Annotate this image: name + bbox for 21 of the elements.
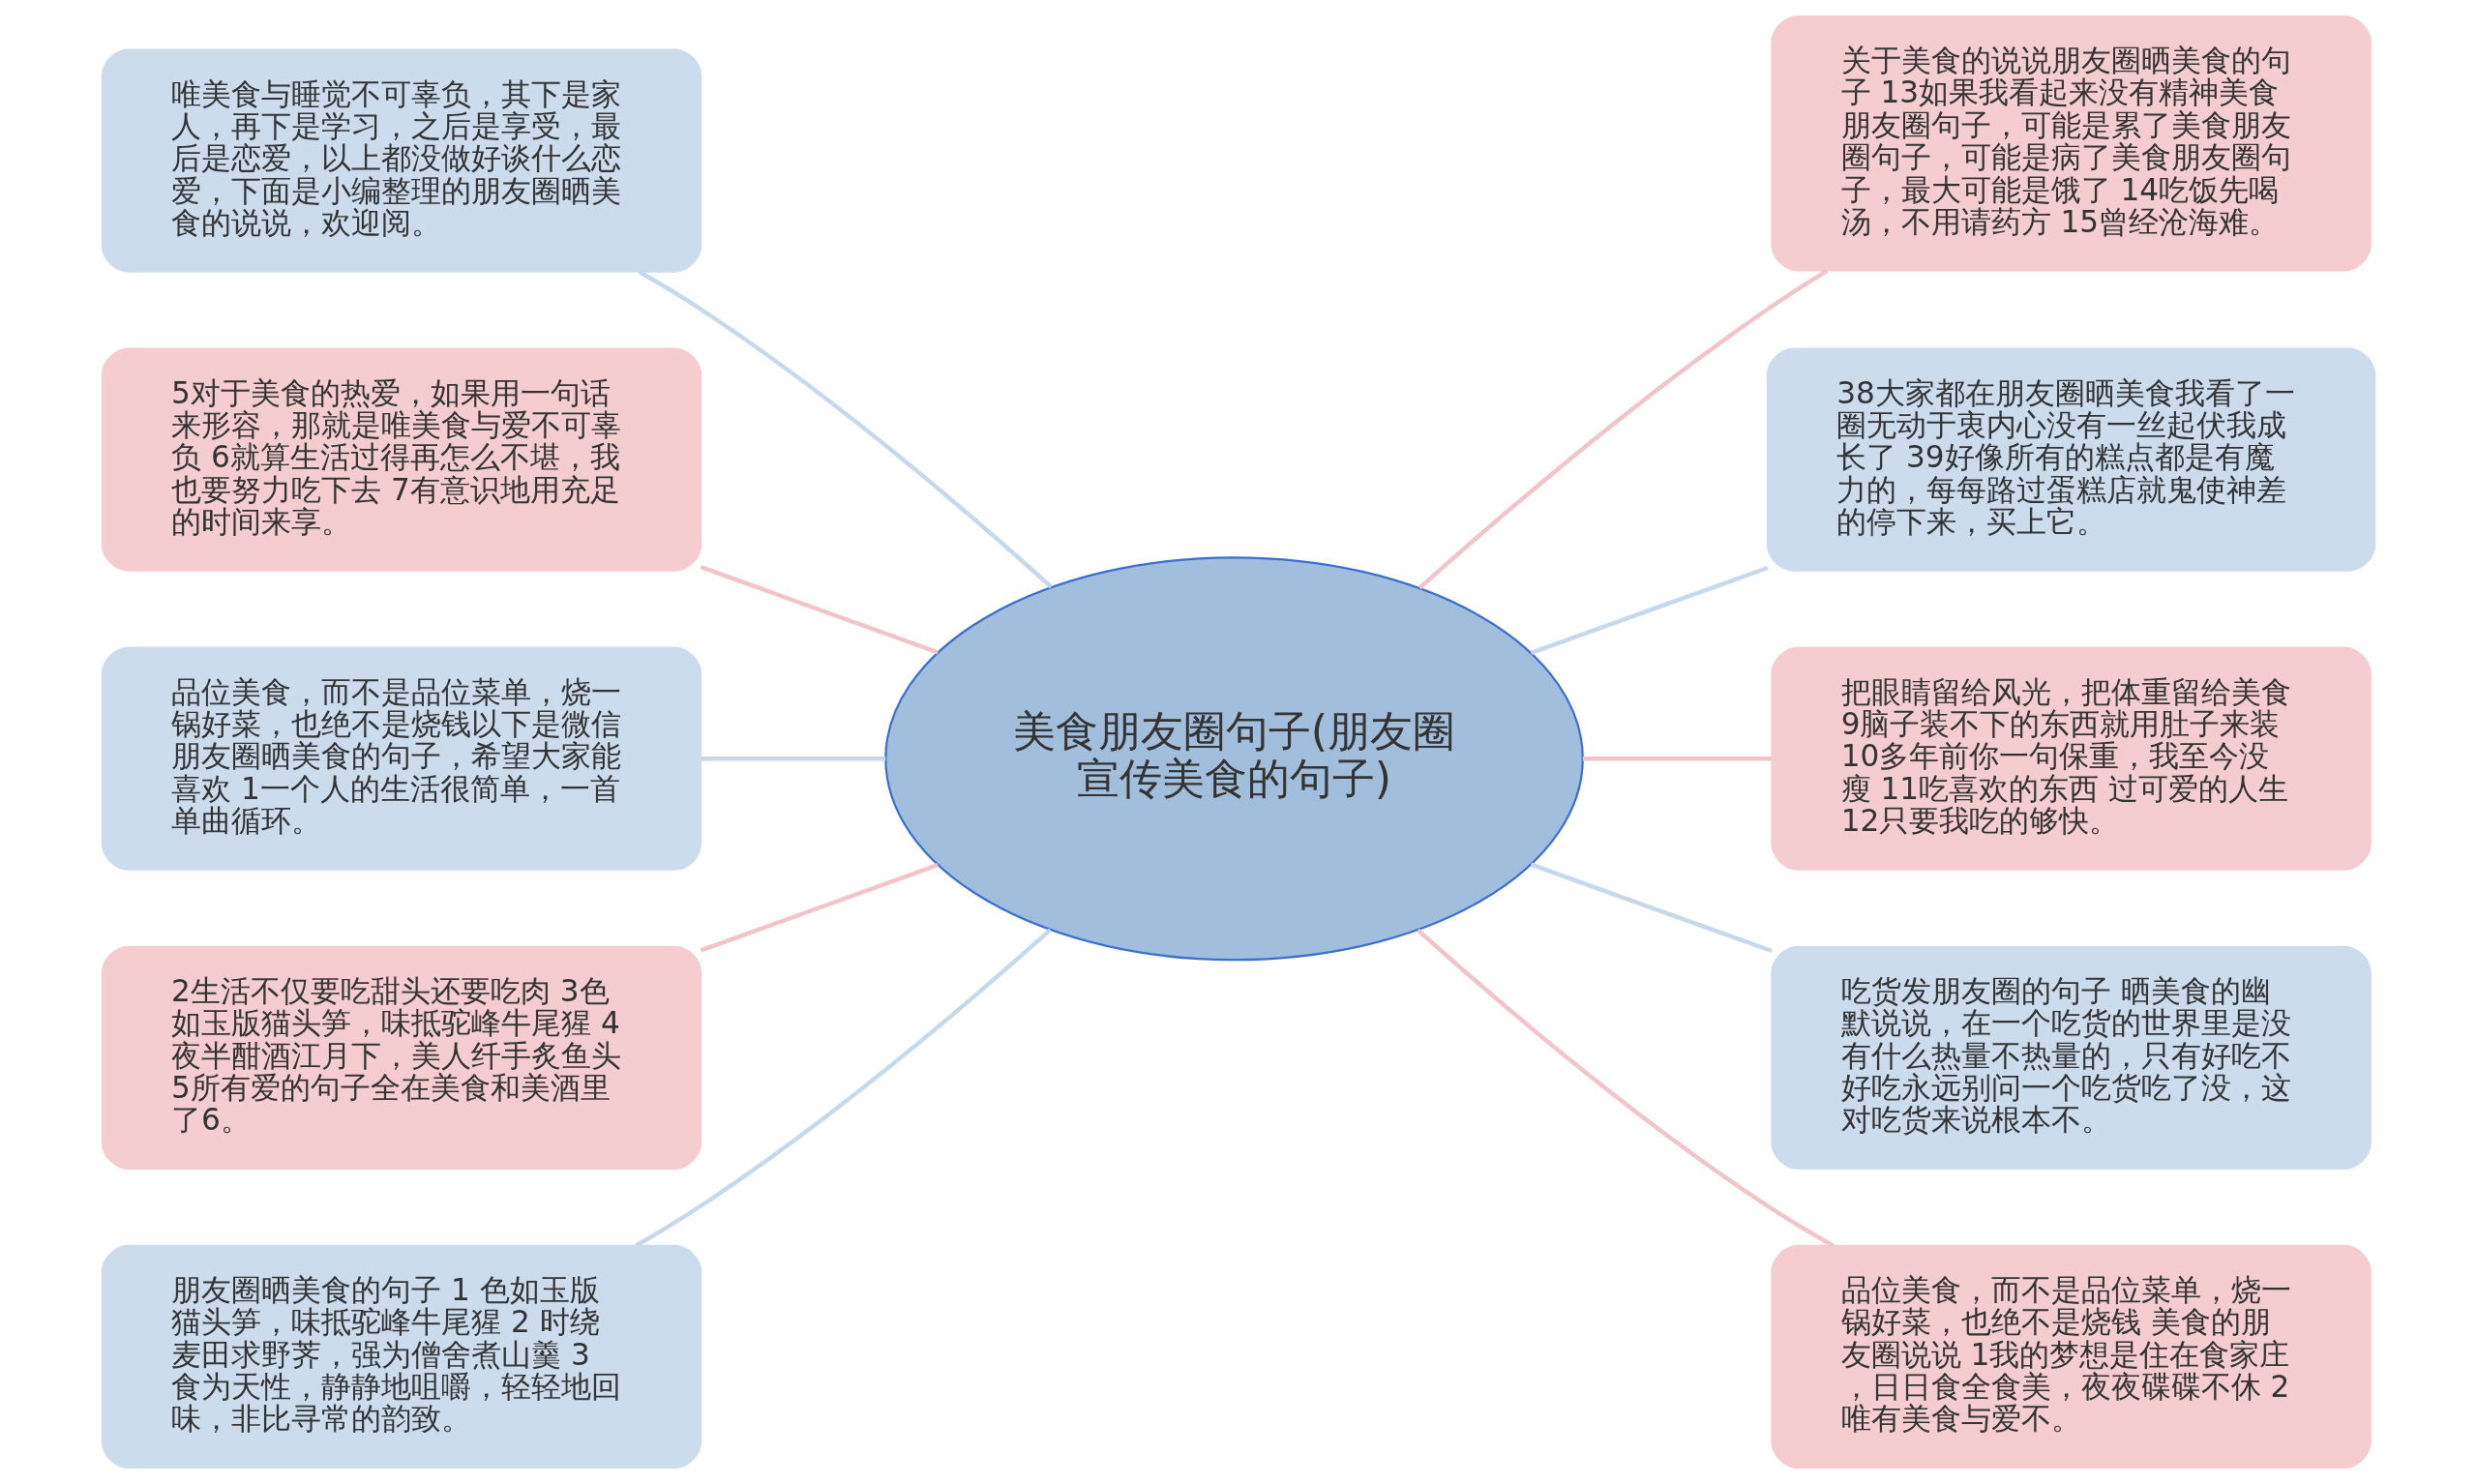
node-ellipse: 美食朋友圈句子(朋友圈宣传美食的句子) — [884, 556, 1584, 962]
connector — [1582, 757, 1773, 761]
connector — [1530, 862, 1773, 954]
connector — [700, 862, 939, 953]
node-box: 38大家都在朋友圈晒美食我看了一圈无动于衷内心没有一丝起伏我成长了 39好像所有的糕点都是有魔力的，每每路过蛋糕店就鬼使神差的停下来，买上它。 — [1766, 347, 2376, 572]
node-box: 品位美食，而不是品位菜单，烧一锅好菜，也绝不是烧钱 美食的朋友圈说说 1我的梦想是住在食家庄，日日食全食美，夜夜碟碟不休 2唯有美食与爱不。 — [1771, 1244, 2372, 1469]
node-box: 2生活不仅要吃甜头还要吃肉 3色如玉版猫头笋，味抵驼峰牛尾猩 4夜半酣酒江月下，美人纤手炙鱼头 5所有爱的句子全在美食和美酒里了6。 — [101, 945, 702, 1170]
node-box: 5对于美食的热爱，如果用一句话来形容，那就是唯美食与爱不可辜负 6就算生活过得再怎么不堪，我也要努力吃下去 7有意识地用充足的时间来享。 — [101, 347, 702, 572]
connector — [701, 757, 886, 761]
node-box: 把眼睛留给风光，把体重留给美食 9脑子装不下的东西就用肚子来装 10多年前你一句保重，我至今没瘦 11吃喜欢的东西 过可爱的人生 12只要我吃的够快。 — [1771, 646, 2372, 871]
node-box: 吃货发朋友圈的句子 晒美食的幽默说说，在一个吃货的世界里是没有什么热量不热量的，只有好吃不好吃永远别问一个吃货吃了没，这对吃货来说根本不。 — [1771, 945, 2372, 1170]
connector — [638, 270, 1053, 589]
node-box: 唯美食与睡觉不可辜负，其下是家人，再下是学习，之后是享受，最后是恋爱，以上都没做好谈什么恋爱，下面是小编整理的朋友圈晒美食的说说，欢迎阅。 — [101, 48, 702, 273]
connector — [1530, 565, 1769, 655]
connector — [1416, 928, 1835, 1248]
node-box: 朋友圈晒美食的句子 1 色如玉版猫头笋，味抵驼峰牛尾猩 2 时绕麦田求野荠，强为僧舍煮山羹 3 食为天性，静静地咀嚼，轻轻地回味，非比寻常的韵致。 — [101, 1244, 702, 1469]
connector — [700, 565, 939, 655]
connector — [635, 928, 1052, 1248]
node-box: 品位美食，而不是品位菜单，烧一锅好菜，也绝不是烧钱以下是微信朋友圈晒美食的句子，希望大家能喜欢 1一个人的生活很简单，一首单曲循环。 — [101, 646, 702, 871]
connector — [1418, 269, 1829, 590]
node-box: 关于美食的说说朋友圈晒美食的句子 13如果我看起来没有精神美食朋友圈句子，可能是累了美食朋友圈句子，可能是病了美食朋友圈句子，最大可能是饿了 14吃饭先喝汤，不用请药方 15曾经沧海难。 — [1771, 15, 2372, 272]
